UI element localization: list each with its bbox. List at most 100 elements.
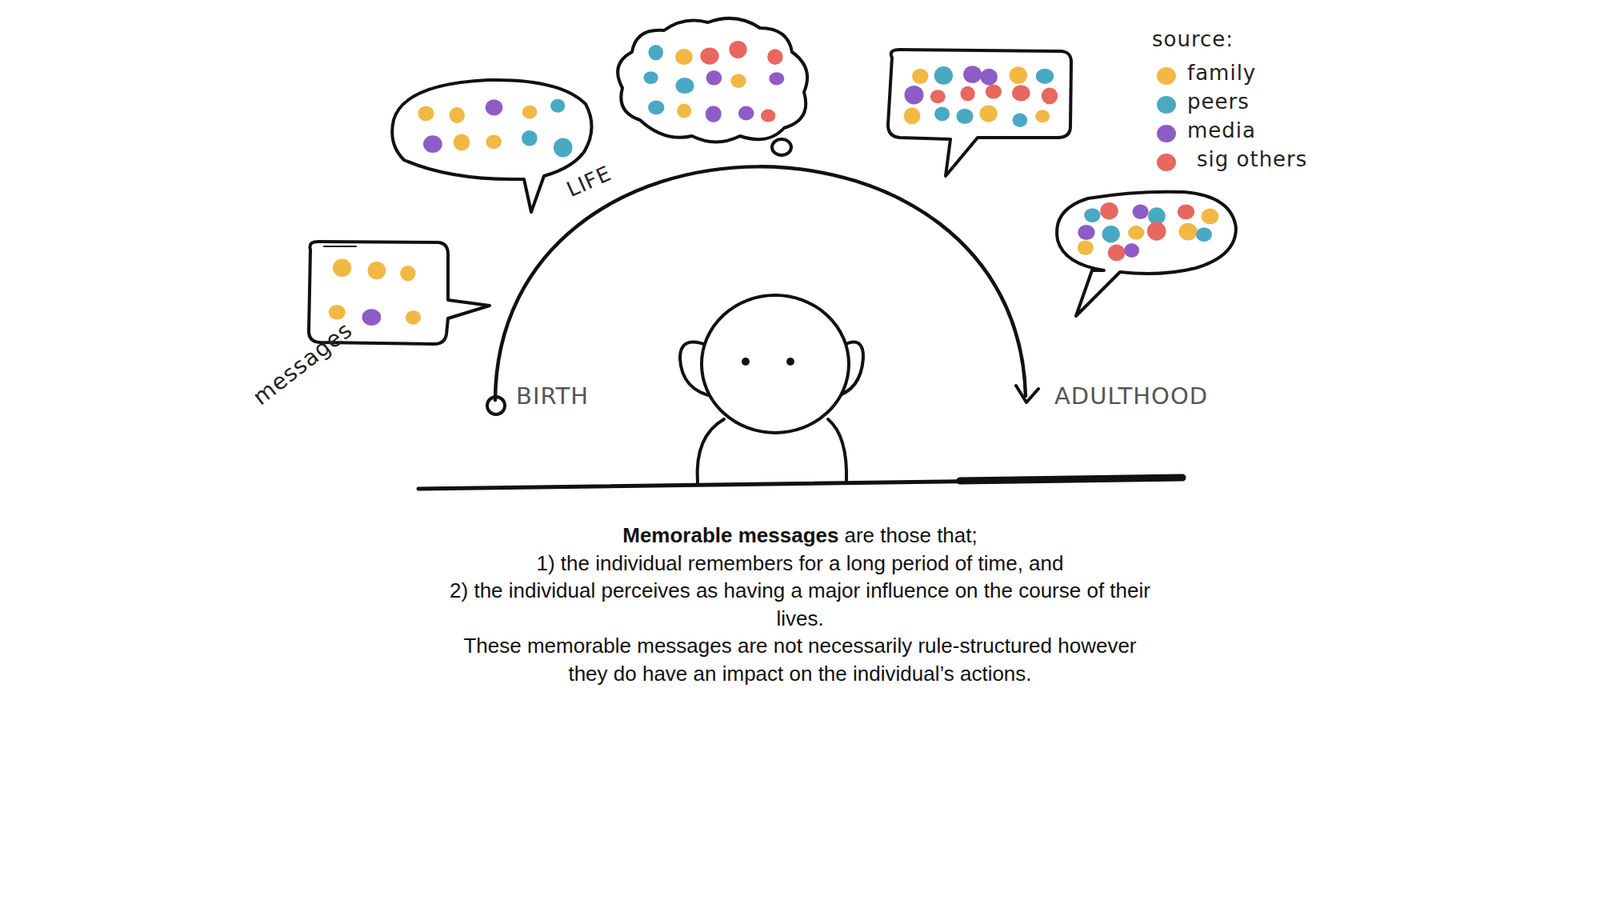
stage-label: ADULTHOOD: [1054, 382, 1208, 410]
message-dot: [550, 99, 565, 113]
message-dot: [332, 258, 352, 277]
message-dot: [1102, 225, 1120, 243]
message-dot: [676, 77, 695, 94]
caption-line: Memorable messagesare those that;: [448, 521, 1152, 550]
message-dot: [521, 130, 538, 147]
speech-bubble: [888, 49, 1072, 176]
legend-swatch: [1156, 96, 1176, 114]
message-dot: [706, 70, 723, 86]
message-dot: [904, 85, 924, 105]
legend-swatch: [1156, 153, 1176, 172]
caption-term: Memorable messages: [622, 523, 839, 548]
message-dot: [730, 73, 746, 88]
message-dot: [934, 106, 950, 121]
legend-label: sig others: [1196, 147, 1308, 172]
message-dot: [362, 308, 382, 326]
body: [828, 419, 847, 483]
message-dot: [648, 44, 664, 60]
message-dot: [985, 84, 1002, 100]
message-dot: [485, 134, 502, 149]
speech-bubble: [1056, 192, 1236, 316]
message-dot: [423, 135, 443, 153]
message-dot: [1012, 84, 1030, 101]
arrowhead: [1016, 385, 1039, 403]
eye: [786, 357, 795, 366]
message-dot: [1124, 243, 1140, 258]
thought-bubble: [617, 18, 808, 143]
legend-swatch: [1156, 67, 1176, 85]
message-dot: [1100, 202, 1118, 220]
message-dot: [1041, 88, 1058, 105]
message-dot: [675, 48, 693, 65]
message-dot: [648, 100, 664, 115]
message-dot: [1077, 224, 1095, 240]
speech-bubble: [392, 80, 592, 212]
message-dot: [1201, 208, 1220, 225]
head: [701, 295, 849, 433]
message-dot: [643, 71, 658, 84]
caption-text: 1) the individual remembers for a long p…: [448, 549, 1152, 578]
caption-text: are those that;: [844, 523, 978, 548]
message-dot: [1128, 225, 1144, 240]
body: [697, 419, 724, 483]
message-dot: [1147, 221, 1167, 241]
message-dot: [760, 109, 776, 123]
message-dot: [1035, 109, 1050, 123]
message-dot: [453, 133, 471, 151]
message-dot: [904, 107, 921, 124]
message-dot: [449, 107, 465, 124]
arc-label: LIFE: [563, 160, 616, 202]
message-dot: [728, 40, 747, 59]
message-dot: [1132, 204, 1149, 220]
message-dot: [934, 66, 953, 85]
message-dot: [980, 68, 998, 86]
eye: [741, 357, 750, 366]
thought-dot: [772, 139, 792, 156]
message-dots: [328, 40, 1220, 326]
message-dot: [1012, 113, 1028, 128]
message-dot: [767, 48, 783, 65]
message-dot: [400, 265, 416, 281]
caption-text: These memorable messages are not necessa…: [448, 632, 1152, 688]
message-dot: [553, 138, 573, 158]
axis-label: messages: [248, 316, 358, 411]
message-dot: [1036, 68, 1054, 84]
stage-label: BIRTH: [516, 382, 589, 410]
person: [680, 295, 864, 483]
message-dot: [979, 105, 997, 123]
message-dot: [368, 261, 387, 280]
message-dot: [705, 105, 722, 123]
ground-line: [418, 478, 1183, 489]
message-dot: [1108, 244, 1126, 262]
message-dot: [405, 310, 421, 325]
caption-text: 2) the individual perceives as having a …: [448, 576, 1152, 632]
message-dot: [417, 106, 434, 122]
message-dot: [485, 99, 504, 116]
legend-title: source:: [1152, 27, 1234, 52]
message-dot: [930, 89, 946, 104]
message-dot: [956, 108, 974, 124]
bubble-sketch: [324, 245, 356, 248]
message-dot: [522, 105, 538, 120]
message-dot: [963, 65, 982, 84]
legend-swatch: [1156, 124, 1176, 143]
birth-point: [487, 396, 505, 415]
message-dot: [328, 304, 346, 320]
message-dot: [960, 86, 976, 102]
message-dot: [1177, 204, 1196, 220]
message-dot: [700, 48, 719, 65]
ground-line-thick: [960, 477, 1183, 481]
message-dot: [1009, 66, 1028, 84]
message-dot: [1084, 208, 1100, 223]
message-dot: [1179, 223, 1198, 241]
message-dot: [1196, 227, 1212, 242]
legend-label: media: [1187, 118, 1256, 143]
message-dot: [768, 72, 784, 85]
legend-label: family: [1187, 60, 1256, 85]
message-dot: [1077, 240, 1094, 256]
message-dot: [738, 106, 755, 121]
message-dot: [676, 104, 692, 119]
legend-label: peers: [1187, 89, 1250, 114]
